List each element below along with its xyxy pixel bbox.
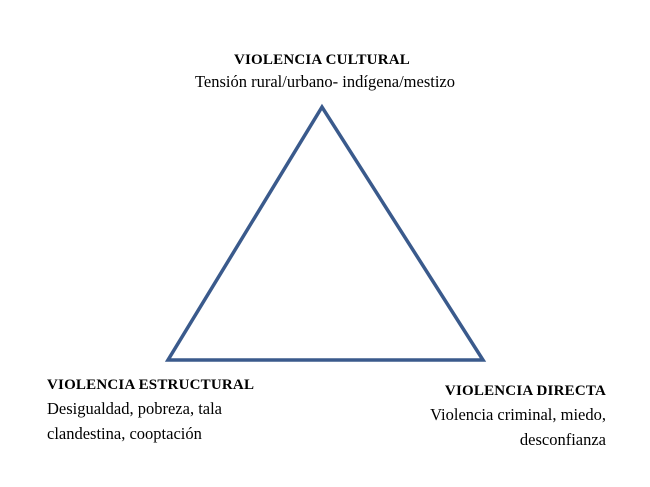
cultural-violence-label: VIOLENCIA CULTURAL Tensión rural/urbano-… xyxy=(0,51,650,92)
direct-violence-label: VIOLENCIA DIRECTA Violencia criminal, mi… xyxy=(380,382,606,453)
direct-violence-description-line-2: desconfianza xyxy=(519,430,606,450)
triangle-shape xyxy=(164,103,487,362)
structural-violence-description-line-1: Desigualdad, pobreza, tala xyxy=(47,398,223,418)
direct-violence-title: VIOLENCIA DIRECTA xyxy=(444,383,606,399)
direct-violence-description-line-1: Violencia criminal, miedo, xyxy=(430,404,606,424)
structural-violence-title: VIOLENCIA ESTRUCTURAL xyxy=(47,377,255,393)
structural-violence-description-line-2: clandestina, cooptación xyxy=(47,424,202,444)
structural-violence-label: VIOLENCIA ESTRUCTURAL Desigualdad, pobre… xyxy=(47,376,307,447)
cultural-violence-description: Tensión rural/urbano- indígena/mestizo xyxy=(194,71,456,91)
cultural-violence-title: VIOLENCIA CULTURAL xyxy=(233,52,410,68)
